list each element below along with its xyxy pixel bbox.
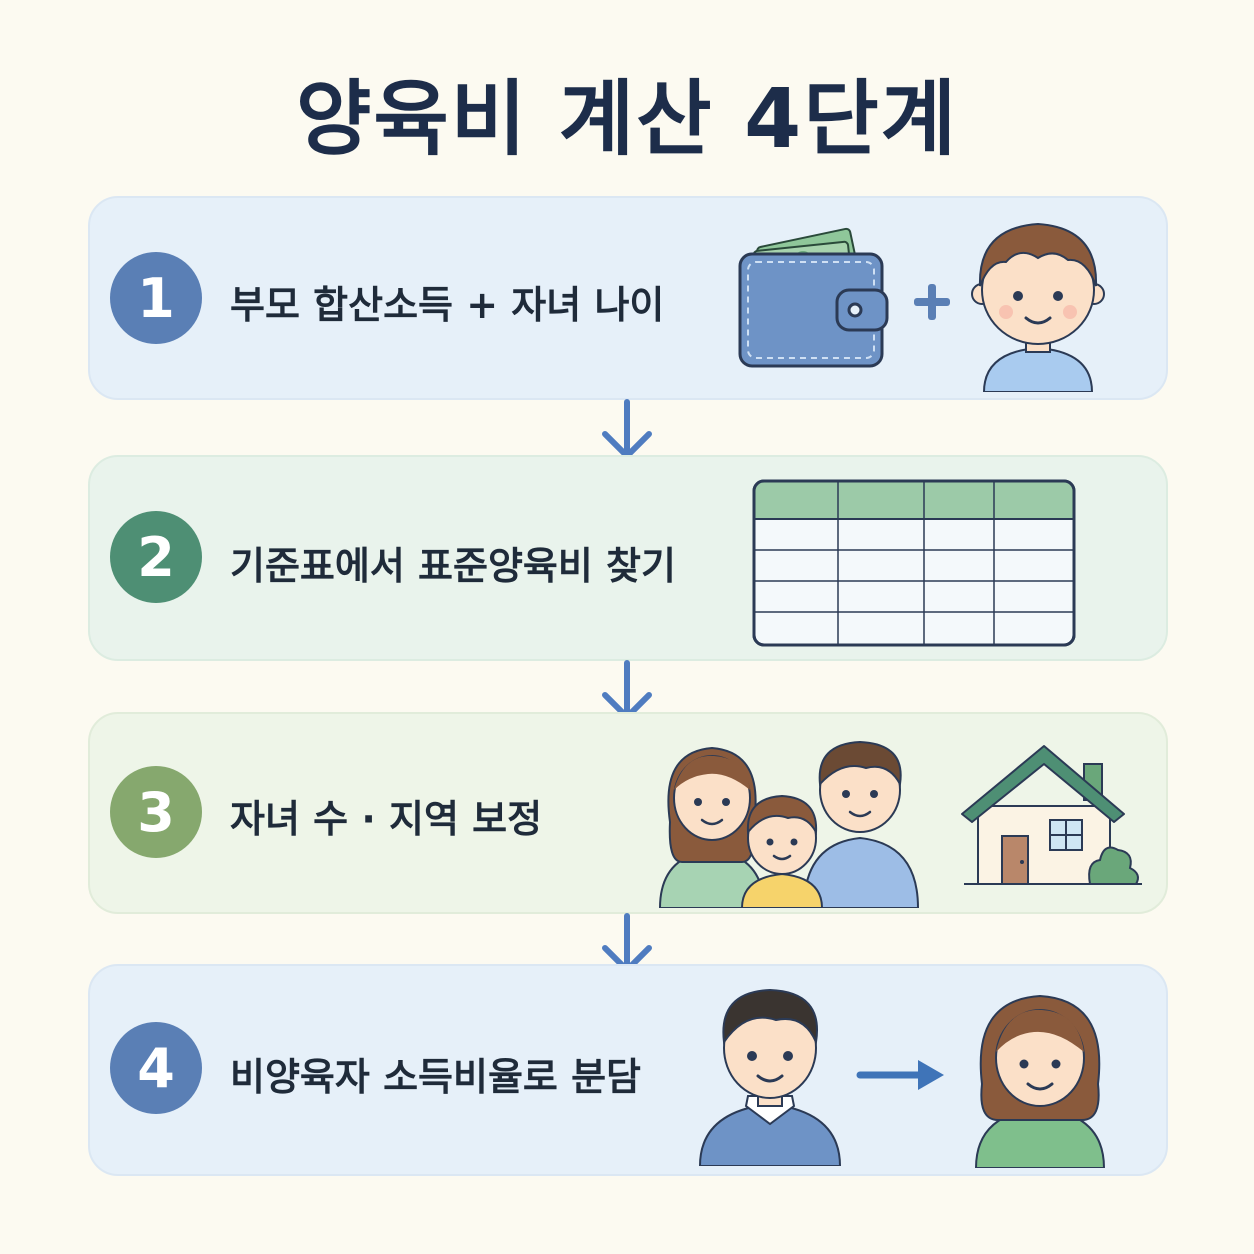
step-4-card: 4 비양육자 소득비율로 분담 <box>88 964 1168 1176</box>
table-icon <box>752 479 1076 647</box>
step-3-text: 자녀 수 · 지역 보정 <box>230 797 543 841</box>
step-2-badge: 2 <box>110 511 202 603</box>
father-icon <box>698 988 842 1166</box>
child-icon <box>971 222 1105 392</box>
step-4-badge: 4 <box>110 1022 202 1114</box>
step-1-card: 1 부모 합산소득 + 자녀 나이 <box>88 196 1168 400</box>
arrow-right-icon <box>856 1060 944 1090</box>
step-2-text: 기준표에서 표준양육비 찾기 <box>230 544 676 588</box>
family-icon <box>658 740 920 908</box>
step-3-badge: 3 <box>110 766 202 858</box>
plus-icon <box>914 284 950 320</box>
page-title: 양육비 계산 4단계 <box>295 72 959 167</box>
step-4-text: 비양육자 소득비율로 분담 <box>230 1055 642 1099</box>
mother-icon <box>974 994 1106 1168</box>
arrow-down-icon <box>602 399 652 459</box>
wallet-icon <box>738 227 889 368</box>
step-3-card: 3 자녀 수 · 지역 보정 <box>88 712 1168 914</box>
step-1-text: 부모 합산소득 + 자녀 나이 <box>230 283 665 327</box>
house-icon <box>961 745 1142 885</box>
step-1-badge: 1 <box>110 252 202 344</box>
step-2-card: 2 기준표에서 표준양육비 찾기 <box>88 455 1168 661</box>
